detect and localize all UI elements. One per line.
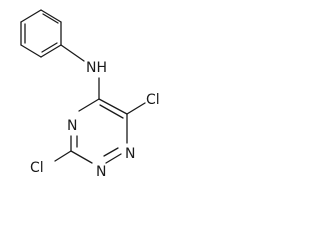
triazine-ring xyxy=(70,98,128,164)
phenyl-bond-1 xyxy=(40,9,62,23)
phenyl-bond-4 xyxy=(20,44,42,58)
ring-nitrogen-left-label: N xyxy=(67,118,77,134)
ring-bond-n1-n2 xyxy=(105,153,122,164)
ring-double-bond-c5-c6 xyxy=(99,104,124,119)
ring-nitrogen-right-label: N xyxy=(125,146,135,162)
phenyl-ring xyxy=(20,9,62,58)
ring-nitrogen-bottom-label: N xyxy=(96,164,106,180)
phenyl-double-bond-1 xyxy=(42,13,59,24)
ring-bond-n2-c3 xyxy=(70,150,93,164)
chlorine-right-label: Cl xyxy=(146,92,160,108)
ring-bond-n4-c5 xyxy=(78,98,100,112)
ring-double-bond-n1-n2 xyxy=(103,147,119,157)
c3-to-chlorine-bond xyxy=(54,150,72,162)
phenyl-bond-6 xyxy=(20,9,42,23)
chemical-structure-diagram: NH Cl N N N Cl xyxy=(20,9,160,180)
c6-to-chlorine-bond xyxy=(126,102,146,115)
phenyl-to-amine-bond xyxy=(60,44,85,62)
phenyl-double-bond-2 xyxy=(41,42,58,53)
amine-label: NH xyxy=(86,60,107,76)
chlorine-bottom-left-label: Cl xyxy=(30,160,44,176)
phenyl-bond-3 xyxy=(40,44,62,58)
ring-bond-c5-c6 xyxy=(98,98,128,115)
